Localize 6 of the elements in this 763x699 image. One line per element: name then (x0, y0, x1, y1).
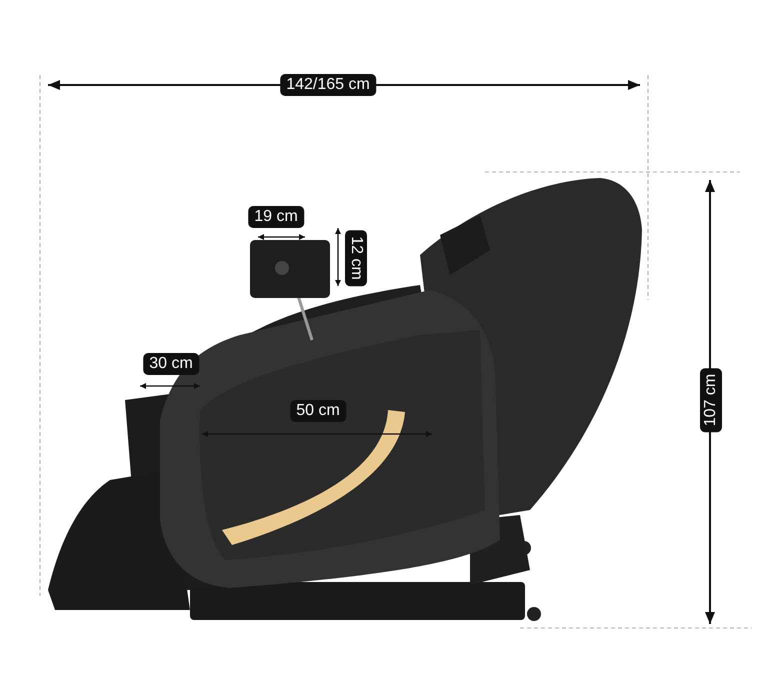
dimension-label: 12 cm (345, 230, 367, 286)
dimension-label: 107 cm (700, 368, 722, 432)
dimension-label: 50 cm (290, 400, 346, 422)
dimension-label: 30 cm (143, 353, 199, 375)
dimension-label: 19 cm (248, 206, 304, 228)
dimension-label: 142/165 cm (280, 74, 376, 96)
